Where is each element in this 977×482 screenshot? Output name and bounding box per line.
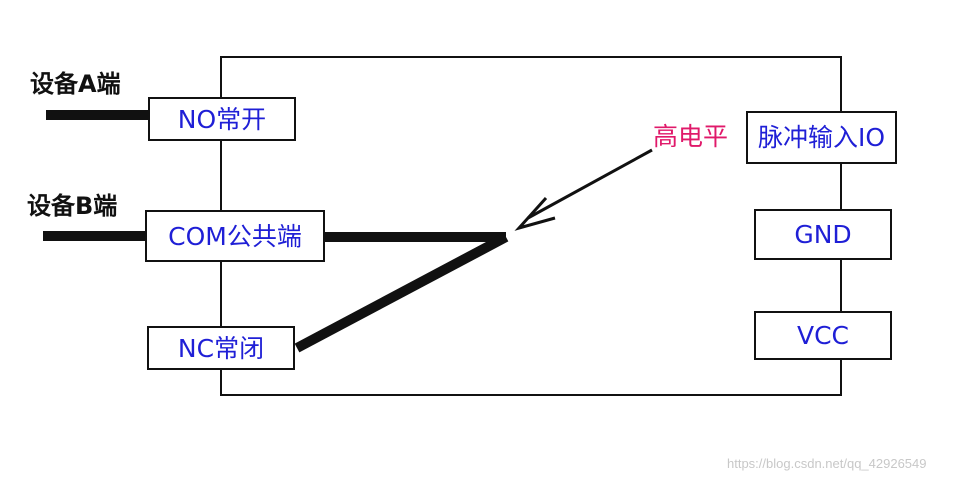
control-arrow-head bbox=[514, 196, 556, 231]
no-terminal: NO常开 bbox=[148, 97, 296, 141]
switch-arm bbox=[294, 232, 509, 353]
watermark: https://blog.csdn.net/qq_42926549 bbox=[727, 456, 927, 471]
high-level-label: 高电平 bbox=[653, 122, 729, 151]
pulse-io-pin: 脉冲输入IO bbox=[746, 111, 897, 164]
com-terminal: COM公共端 bbox=[145, 210, 325, 262]
nc-terminal: NC常闭 bbox=[147, 326, 295, 370]
device-b-label: 设备B端 bbox=[27, 192, 118, 220]
vcc-pin: VCC bbox=[754, 311, 892, 360]
control-arrow-shaft bbox=[527, 148, 653, 220]
device-a-label: 设备A端 bbox=[30, 70, 121, 98]
gnd-pin: GND bbox=[754, 209, 892, 260]
